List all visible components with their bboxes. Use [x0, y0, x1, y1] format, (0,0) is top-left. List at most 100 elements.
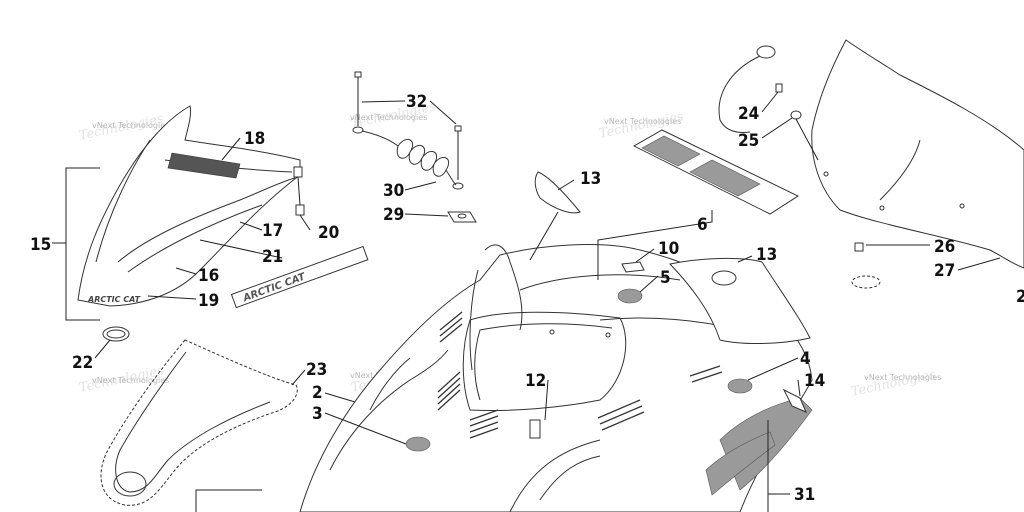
callout-19: 19 [198, 291, 219, 311]
deck-line [519, 274, 681, 291]
hood-rivet [549, 329, 555, 335]
leader-18 [221, 137, 241, 161]
lower-body-line-2 [539, 455, 601, 501]
leader-arc-24 [718, 55, 761, 133]
decal-18 [167, 152, 241, 179]
cable-end-a [361, 130, 399, 147]
watermark: vNext Technologies [92, 121, 169, 130]
decal-6 [632, 129, 800, 215]
windshield-27 [811, 39, 1024, 269]
leader-29 [404, 213, 449, 217]
leader-23 [291, 369, 306, 386]
leader-20 [299, 214, 311, 231]
leader-3 [324, 412, 407, 445]
hood-shell [77, 105, 301, 307]
panel-13-left [534, 171, 581, 214]
windshield-mark [879, 139, 921, 201]
leader-12 [544, 379, 549, 421]
hood-stripe-2 [127, 204, 263, 273]
eyelet-a [352, 126, 364, 134]
callout-32: 31 [794, 485, 815, 505]
plate-29-hole [457, 213, 467, 219]
callout-24: 24 [738, 104, 759, 124]
left-hood-group: ARCTIC CAT [52, 105, 311, 359]
callout-2: 2 [312, 383, 323, 403]
callout-23: 23 [306, 360, 327, 380]
callout-29: 29 [383, 205, 404, 225]
cap-24 [756, 45, 776, 59]
seal-23-outer [100, 339, 298, 506]
windshield-hole [823, 171, 829, 177]
eyelet-b [452, 182, 464, 190]
bracket-15 [65, 167, 100, 321]
part-13-left [529, 171, 581, 261]
callout-3: 3 [312, 404, 323, 424]
coiled-cable-30 [396, 138, 450, 177]
leader-21 [199, 239, 283, 259]
decal-19-text: ARCTIC CAT [87, 295, 141, 304]
main-hood [299, 210, 813, 512]
callout-12: 12 [525, 371, 546, 391]
leader-6 [597, 210, 713, 280]
vent-left [437, 311, 499, 439]
watermark: vNext Technologies [350, 113, 427, 122]
grommet-22-inner [106, 329, 126, 339]
leader-25 [761, 117, 793, 139]
screw-31b [454, 125, 462, 132]
callout-26: 26 [934, 237, 955, 257]
reflector-3 [405, 436, 431, 452]
callout-30: 30 [383, 181, 404, 201]
side-panel-left [329, 349, 449, 471]
reflector-5 [617, 288, 643, 304]
leader-31a [361, 100, 406, 103]
leader-13-right [737, 255, 753, 263]
watermark: vNext Technologies [92, 376, 169, 385]
seal-23 [100, 339, 306, 506]
leader-19 [147, 295, 197, 300]
callout-5: 5 [660, 268, 671, 288]
lower-body-line [509, 439, 601, 512]
callout-16: 16 [198, 266, 219, 286]
decal-6-stripe [641, 135, 701, 167]
headlight-inner [474, 323, 613, 401]
hood-stripe [117, 177, 296, 263]
panel-13-right-hole [711, 270, 737, 286]
windshield-hole [959, 203, 965, 209]
callout-27: 27 [934, 261, 955, 281]
vent-right [597, 365, 723, 431]
windshield-hole [879, 205, 885, 211]
callout-2-cutoff: 2 [1016, 287, 1024, 307]
decal-6-stripe-2 [689, 159, 761, 197]
seal-23-ring [113, 471, 147, 497]
leader-31b [429, 100, 457, 125]
bracket-12 [529, 419, 541, 439]
callout-14: 14 [804, 371, 825, 391]
clip-20a [293, 166, 303, 178]
leader-4 [747, 357, 799, 381]
grommet-22 [102, 326, 130, 342]
callout-31: 32 [406, 92, 427, 112]
side-panel-crease [369, 357, 411, 411]
hood-crease [95, 139, 151, 263]
decal-21-strip [230, 245, 369, 309]
side-decal-2 [705, 431, 776, 496]
decal-21: ARCTIC CAT [230, 245, 369, 309]
cable-group [352, 71, 477, 223]
leader-2 [324, 392, 356, 403]
callout-25: 25 [738, 131, 759, 151]
callout-17: 17 [262, 221, 283, 241]
callout-15: 15 [30, 235, 51, 255]
leader-13-left [557, 179, 575, 191]
callout-21: 21 [262, 247, 283, 267]
washer-25 [790, 110, 802, 120]
leader-17 [239, 221, 263, 231]
callout-10: 10 [658, 239, 679, 259]
leader-10 [635, 248, 655, 263]
clip-20b [295, 204, 305, 216]
screw-26 [854, 242, 864, 252]
leader-5 [639, 275, 659, 293]
screw-24 [775, 83, 783, 93]
washer-26 [851, 275, 881, 289]
clip-20-link [297, 176, 301, 206]
washer-25-line [795, 118, 819, 161]
